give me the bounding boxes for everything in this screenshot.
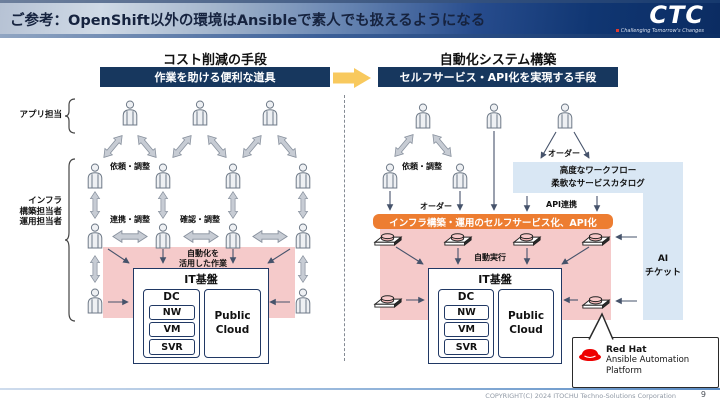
person-icon — [486, 103, 502, 129]
chip-svr: SVR — [444, 339, 489, 355]
double-arrow-icon — [238, 132, 266, 161]
double-arrow-icon — [168, 132, 196, 161]
ctc-logo-tagline: Challenging Tomorrow's Changes — [615, 29, 704, 34]
it-platform-box-left: IT基盤 DC NW VM SVR Public Cloud — [133, 268, 269, 364]
left-heading: コスト削減の手段 — [162, 53, 267, 68]
redhat-product-line2: Platform — [606, 365, 642, 376]
transition-arrow-icon — [333, 68, 371, 88]
person-icon — [295, 163, 311, 189]
person-icon — [87, 223, 103, 249]
page-title: ご参考：OpenShift以外の環境はAnsibleで素人でも扱えるようになる — [10, 13, 486, 29]
redhat-fedora-icon — [579, 349, 601, 361]
it-platform-title: IT基盤 — [478, 273, 512, 286]
it-platform-title: IT基盤 — [184, 273, 218, 286]
double-arrow-icon — [203, 132, 231, 161]
redhat-callout: Red Hat Ansible Automation Platform — [572, 337, 719, 388]
chip-vm: VM — [149, 322, 195, 337]
chip-nw: NW — [149, 305, 195, 320]
person-icon — [155, 163, 171, 189]
ctc-logo: CTC Challenging Tomorrow's Changes — [615, 1, 704, 34]
double-arrow-icon — [133, 132, 161, 161]
label-order-top: オーダー — [548, 149, 580, 158]
role-label-app: アプリ担当 — [19, 110, 62, 120]
chip-nw: NW — [444, 305, 489, 320]
app-brace-icon — [64, 98, 76, 134]
ctc-logo-text: CTC — [649, 1, 704, 29]
footer-copyright: COPYRIGHT(C) 2024 ITOCHU Techno-Solution… — [485, 392, 676, 400]
band-label-left: 自動化を 活用した作業 — [179, 249, 227, 268]
automation-disc-icon — [444, 233, 472, 246]
automation-disc-icon — [374, 295, 402, 308]
selfservice-bar: インフラ構築・運用のセルフサービス化、API化 — [373, 214, 613, 229]
double-arrow-icon — [90, 191, 100, 219]
footer-divider — [0, 388, 720, 390]
title-banner: ご参考：OpenShift以外の環境はAnsibleで素人でも扱えるようになる … — [0, 0, 720, 38]
double-arrow-icon — [112, 230, 148, 243]
right-heading: 自動化システム構築 — [439, 53, 557, 68]
role-label-infra: インフラ 構築担当者 運用担当者 — [19, 196, 62, 228]
double-arrow-icon — [252, 230, 288, 243]
public-cloud-box: Public Cloud — [204, 289, 261, 358]
double-arrow-icon — [273, 132, 301, 161]
logo-tick-icon — [615, 29, 619, 32]
label-irai-right: 依頼・調整 — [402, 162, 442, 171]
person-icon — [382, 163, 398, 189]
person-icon — [87, 288, 103, 314]
double-arrow-icon — [428, 131, 456, 160]
person-icon — [295, 288, 311, 314]
automation-disc-icon — [582, 296, 610, 309]
ai-ticket-column: AI チケット — [643, 193, 683, 320]
person-icon — [155, 223, 171, 249]
dc-box: DC NW VM SVR — [143, 289, 200, 358]
workflow-catalog-box: 高度なワークフロー 柔軟なサービスカタログ — [513, 162, 683, 193]
column-divider — [344, 95, 345, 361]
person-icon — [557, 103, 573, 129]
person-icon — [262, 100, 278, 126]
chip-vm: VM — [444, 322, 489, 337]
automation-disc-icon — [374, 233, 402, 246]
dc-label: DC — [163, 291, 180, 303]
person-icon — [225, 223, 241, 249]
double-arrow-icon — [390, 131, 418, 160]
person-icon — [87, 163, 103, 189]
redhat-brand: Red Hat — [606, 345, 647, 355]
label-auto-exec: 自動実行 — [474, 253, 506, 262]
person-icon — [192, 100, 208, 126]
person-icon — [415, 103, 431, 129]
automation-disc-icon — [582, 233, 610, 246]
callout-pointer — [588, 312, 614, 340]
page-number: 9 — [700, 390, 706, 399]
label-kakunin: 確認・調整 — [180, 215, 220, 224]
person-icon — [452, 163, 468, 189]
it-platform-box-right: IT基盤 DC NW VM SVR Public Cloud — [428, 268, 562, 364]
label-renkei: 連携・調整 — [110, 215, 150, 224]
left-subheading-bar: 作業を助ける便利な道具 — [100, 67, 330, 87]
person-icon — [122, 100, 138, 126]
person-icon — [225, 163, 241, 189]
dc-box: DC NW VM SVR — [438, 289, 494, 358]
double-arrow-icon — [298, 191, 308, 219]
dc-label: DC — [457, 291, 475, 303]
automation-disc-icon — [513, 233, 541, 246]
right-subheading-bar: セルフサービス・API化を実現する手段 — [378, 67, 618, 87]
public-cloud-box: Public Cloud — [498, 289, 554, 358]
chip-svr: SVR — [149, 339, 195, 355]
double-arrow-icon — [298, 255, 308, 283]
person-icon — [295, 223, 311, 249]
label-order-mid: オーダー — [420, 202, 452, 211]
redhat-product-line1: Ansible Automation — [606, 355, 690, 366]
double-arrow-icon — [183, 230, 219, 243]
double-arrow-icon — [99, 132, 127, 161]
infra-brace-icon — [64, 158, 76, 322]
label-api: API連携 — [546, 200, 578, 209]
double-arrow-icon — [158, 191, 168, 219]
double-arrow-icon — [90, 255, 100, 283]
double-arrow-icon — [228, 191, 238, 219]
label-irai-left: 依頼・調整 — [110, 162, 150, 171]
